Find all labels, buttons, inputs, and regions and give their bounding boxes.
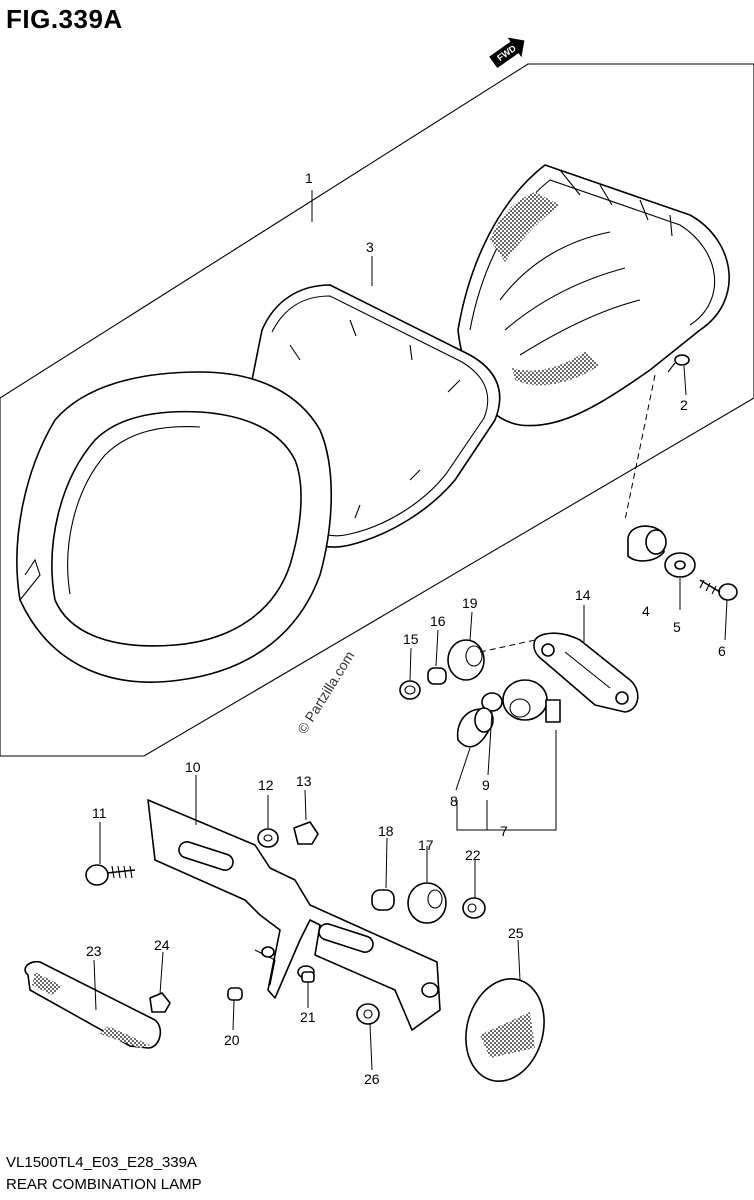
screw-21 bbox=[297, 965, 315, 983]
callout-2: 2 bbox=[680, 397, 688, 413]
callout-3: 3 bbox=[366, 239, 374, 255]
screw-2 bbox=[667, 354, 690, 373]
callout-8: 8 bbox=[450, 793, 458, 809]
callout-17-19: 19 bbox=[462, 595, 478, 611]
callout-14: 14 bbox=[575, 587, 591, 603]
nut-24 bbox=[149, 992, 171, 1013]
assembly-name: REAR COMBINATION LAMP bbox=[6, 1176, 202, 1193]
callout-22: 22 bbox=[465, 847, 481, 863]
socket-7-assembly bbox=[502, 679, 561, 723]
callout-26: 26 bbox=[364, 1071, 380, 1087]
callout-18: 18 bbox=[378, 823, 394, 839]
callout-6: 6 bbox=[718, 643, 726, 659]
lamp-bezel bbox=[16, 371, 332, 683]
dashed-guide-1 bbox=[479, 374, 656, 653]
figure-title: FIG.339A bbox=[6, 4, 123, 34]
nut-26 bbox=[356, 1003, 380, 1025]
lamp-housing-lens bbox=[457, 164, 730, 427]
washer-12 bbox=[257, 828, 279, 848]
bulb-socket-14-bracket bbox=[533, 632, 639, 713]
callout-1: 1 bbox=[305, 170, 313, 186]
screw-6 bbox=[699, 579, 738, 601]
lens-cap-8 bbox=[456, 707, 494, 748]
grommet-4 bbox=[627, 525, 667, 562]
callout-11: 11 bbox=[92, 805, 107, 821]
lamp-assembly-outline bbox=[0, 63, 754, 757]
washer-5 bbox=[664, 552, 696, 578]
grommet-18 bbox=[371, 889, 395, 911]
callout-21: 21 bbox=[300, 1009, 316, 1025]
callout-9: 9 bbox=[482, 777, 490, 793]
grommet-19 bbox=[447, 639, 485, 681]
reflector-23 bbox=[24, 960, 162, 1049]
callout-4: 4 bbox=[642, 603, 650, 619]
callout-16: 16 bbox=[430, 613, 446, 629]
nut-22 bbox=[462, 897, 486, 919]
callout-15: 15 bbox=[403, 631, 419, 647]
grommet-17 bbox=[407, 882, 447, 924]
callout-20: 20 bbox=[224, 1032, 240, 1048]
license-bracket bbox=[147, 799, 441, 1031]
callout-23: 23 bbox=[86, 943, 102, 959]
callout-7: 7 bbox=[500, 823, 508, 839]
nut-13 bbox=[293, 821, 319, 845]
bulb-9 bbox=[481, 692, 503, 712]
callout-12: 12 bbox=[258, 777, 274, 793]
callout-10: 10 bbox=[185, 759, 201, 775]
grommet-16 bbox=[427, 667, 447, 685]
socket-15 bbox=[399, 680, 421, 700]
screw-20 bbox=[227, 987, 243, 1001]
callout-13: 13 bbox=[296, 773, 312, 789]
callout-25: 25 bbox=[508, 925, 524, 941]
callout-24: 24 bbox=[154, 937, 170, 953]
watermark-text: © Partzilla.com bbox=[294, 648, 358, 736]
callout-17: 17 bbox=[418, 837, 434, 853]
bolt-11 bbox=[85, 864, 136, 886]
reflector-25 bbox=[465, 978, 545, 1082]
leader-lines bbox=[93, 190, 728, 1071]
callout-5: 5 bbox=[673, 619, 681, 635]
diagram-code: VL1500TL4_E03_E28_339A bbox=[6, 1154, 198, 1171]
